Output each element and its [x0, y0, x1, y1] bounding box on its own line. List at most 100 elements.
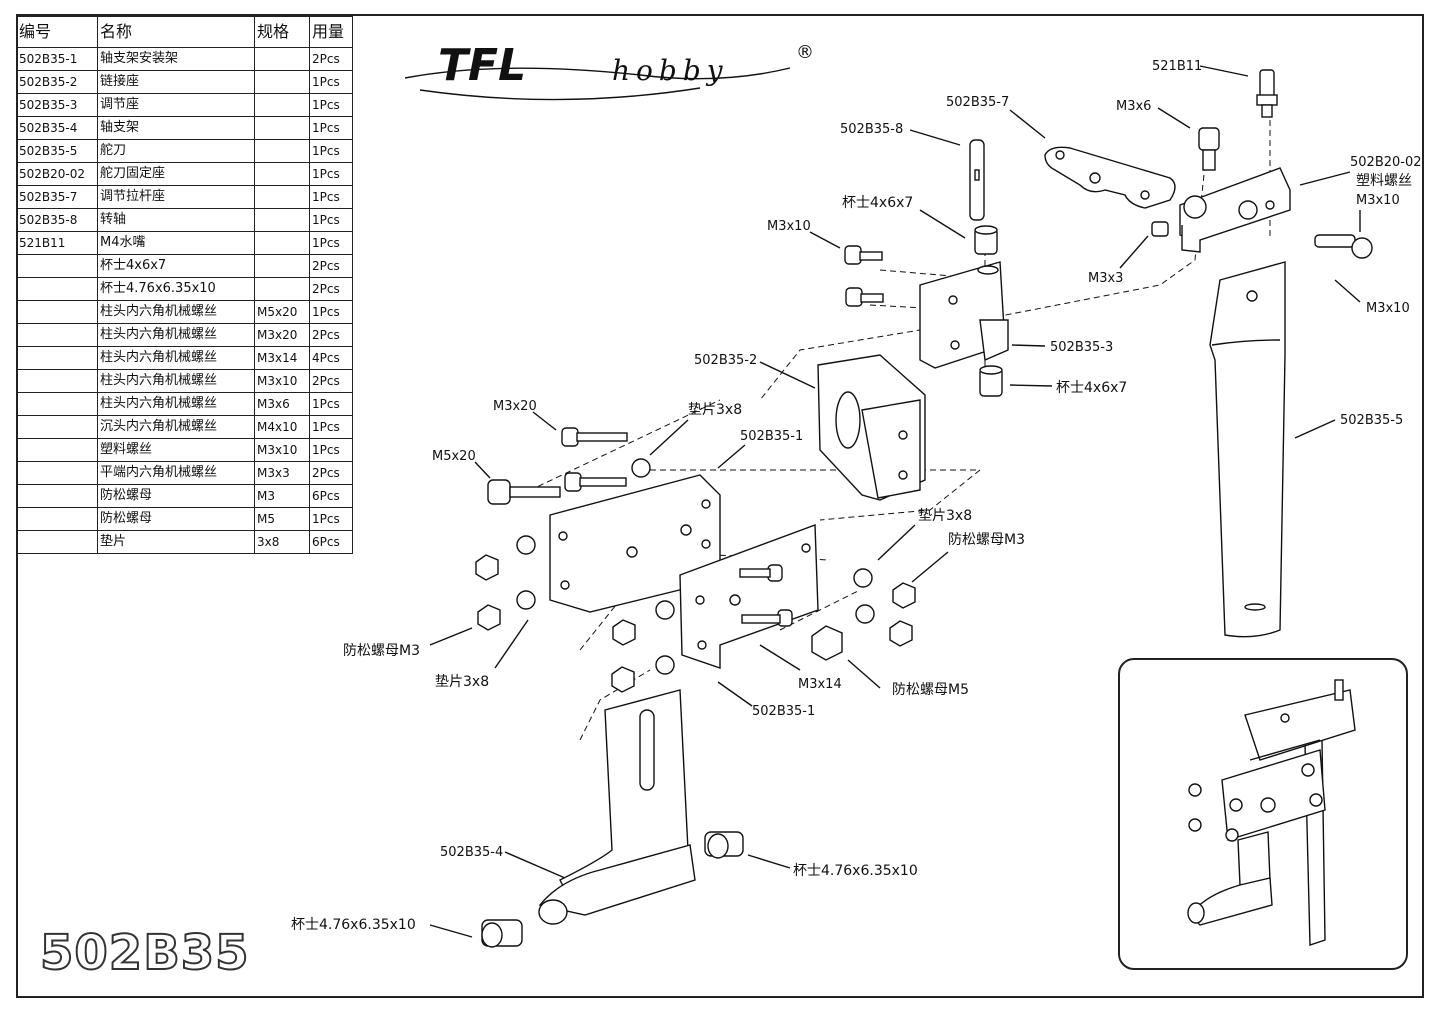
cell-qty: 1Pcs — [309, 300, 353, 324]
cell-name: 沉头内六角机械螺丝 — [97, 415, 255, 439]
cell-code: 502B35-4 — [16, 116, 98, 140]
assembled-view — [1187, 679, 1356, 946]
assembled-inset-frame — [1118, 658, 1408, 970]
cell-qty: 2Pcs — [309, 323, 353, 347]
shaft-strut — [481, 689, 744, 948]
label-plastic-screw: 塑料螺丝 — [1356, 173, 1412, 189]
cell-name: 柱头内六角机械螺丝 — [97, 323, 255, 347]
label-502b35-5: 502B35-5 — [1340, 413, 1403, 428]
cell-name: 链接座 — [97, 70, 255, 94]
mount-bracket-bottom — [679, 524, 819, 669]
cell-qty: 1Pcs — [309, 392, 353, 416]
label-m5x20: M5x20 — [432, 449, 476, 464]
label-502b35-2: 502B35-2 — [694, 353, 757, 368]
label-m3x10-right: M3x10 — [1356, 193, 1400, 208]
label-m3x6: M3x6 — [1116, 99, 1151, 114]
cell-qty: 4Pcs — [309, 346, 353, 370]
cell-qty: 6Pcs — [309, 530, 353, 554]
logo-registered-mark: ® — [796, 42, 814, 63]
label-bushing-476-right: 杯士4.76x6.35x10 — [793, 863, 918, 879]
label-502b35-4: 502B35-4 — [440, 845, 503, 860]
cell-qty: 1Pcs — [309, 231, 353, 255]
label-502b35-1-bottom: 502B35-1 — [752, 704, 815, 719]
label-502b35-1-top: 502B35-1 — [740, 429, 803, 444]
rudder-mount — [1179, 167, 1291, 253]
cell-code — [16, 530, 98, 554]
label-washer-right: 垫片3x8 — [918, 508, 972, 524]
cell-name: M4水嘴 — [97, 231, 255, 255]
cell-spec: M3x6 — [254, 392, 310, 416]
label-nut-m3-left: 防松螺母M3 — [343, 643, 420, 659]
cell-code: 502B35-3 — [16, 93, 98, 117]
plastic-screw — [1314, 234, 1373, 259]
label-m3x14: M3x14 — [798, 677, 842, 692]
cell-spec: M3x10 — [254, 438, 310, 462]
table-header-row: 编号 名称 规格 用量 — [16, 16, 353, 48]
label-bushing-top: 杯士4x6x7 — [842, 195, 913, 211]
bushing-mid — [979, 365, 1003, 397]
steering-arm — [1044, 146, 1176, 209]
cell-spec: M5x20 — [254, 300, 310, 324]
adjust-seat — [919, 261, 1009, 369]
cell-qty: 2Pcs — [309, 47, 353, 71]
cell-code — [16, 461, 98, 485]
label-m3x10-right2: M3x10 — [1366, 301, 1410, 316]
model-number: 502B35 — [39, 924, 250, 982]
label-521b11: 521B11 — [1152, 59, 1202, 74]
cell-qty: 1Pcs — [309, 438, 353, 462]
table-row: 杯士4x6x7 2Pcs — [16, 254, 353, 278]
label-washer-left: 垫片3x8 — [435, 674, 489, 690]
cell-qty: 2Pcs — [309, 277, 353, 301]
bushing-top — [974, 225, 998, 255]
cell-qty: 1Pcs — [309, 93, 353, 117]
water-nipple — [1256, 69, 1278, 118]
cell-spec — [254, 277, 310, 301]
label-m3x3: M3x3 — [1088, 271, 1123, 286]
mount-bracket-top — [549, 474, 721, 613]
label-nut-m5: 防松螺母M5 — [892, 682, 969, 698]
cell-spec — [254, 116, 310, 140]
rudder-blade — [1209, 261, 1286, 638]
cell-spec: 3x8 — [254, 530, 310, 554]
label-washer-top: 垫片3x8 — [688, 402, 742, 418]
tfl-hobby-logo: TFL hobby ® — [404, 40, 814, 101]
label-nut-m3-right: 防松螺母M3 — [948, 532, 1025, 548]
label-m3x20: M3x20 — [493, 399, 537, 414]
label-502b35-7: 502B35-7 — [946, 95, 1009, 110]
cell-name: 杯士4x6x7 — [97, 254, 255, 278]
label-502b35-3: 502B35-3 — [1050, 340, 1113, 355]
cell-name: 塑料螺丝 — [97, 438, 255, 462]
part-labels: 521B11 M3x6 502B35-7 502B35-8 502B20-02 … — [291, 59, 1422, 933]
label-502b35-8: 502B35-8 — [840, 122, 903, 137]
cell-code — [16, 415, 98, 439]
label-bushing-476-left: 杯士4.76x6.35x10 — [291, 917, 416, 933]
cell-qty: 2Pcs — [309, 254, 353, 278]
m3x10-screws — [844, 245, 884, 307]
cell-spec — [254, 208, 310, 232]
cell-spec: M3x20 — [254, 323, 310, 347]
cell-code: 502B35-8 — [16, 208, 98, 232]
cell-code: 502B35-2 — [16, 70, 98, 94]
label-bushing-mid: 杯士4x6x7 — [1056, 380, 1127, 396]
steering-shaft — [969, 139, 985, 221]
link-seat — [817, 354, 926, 501]
logo-main: TFL — [438, 40, 526, 91]
cell-name: 柱头内六角机械螺丝 — [97, 346, 255, 370]
cell-spec — [254, 139, 310, 163]
cell-name: 柱头内六角机械螺丝 — [97, 369, 255, 393]
m3x3-set-screw — [1151, 221, 1169, 237]
cell-code: 502B35-5 — [16, 139, 98, 163]
cell-code: 502B35-7 — [16, 185, 98, 209]
